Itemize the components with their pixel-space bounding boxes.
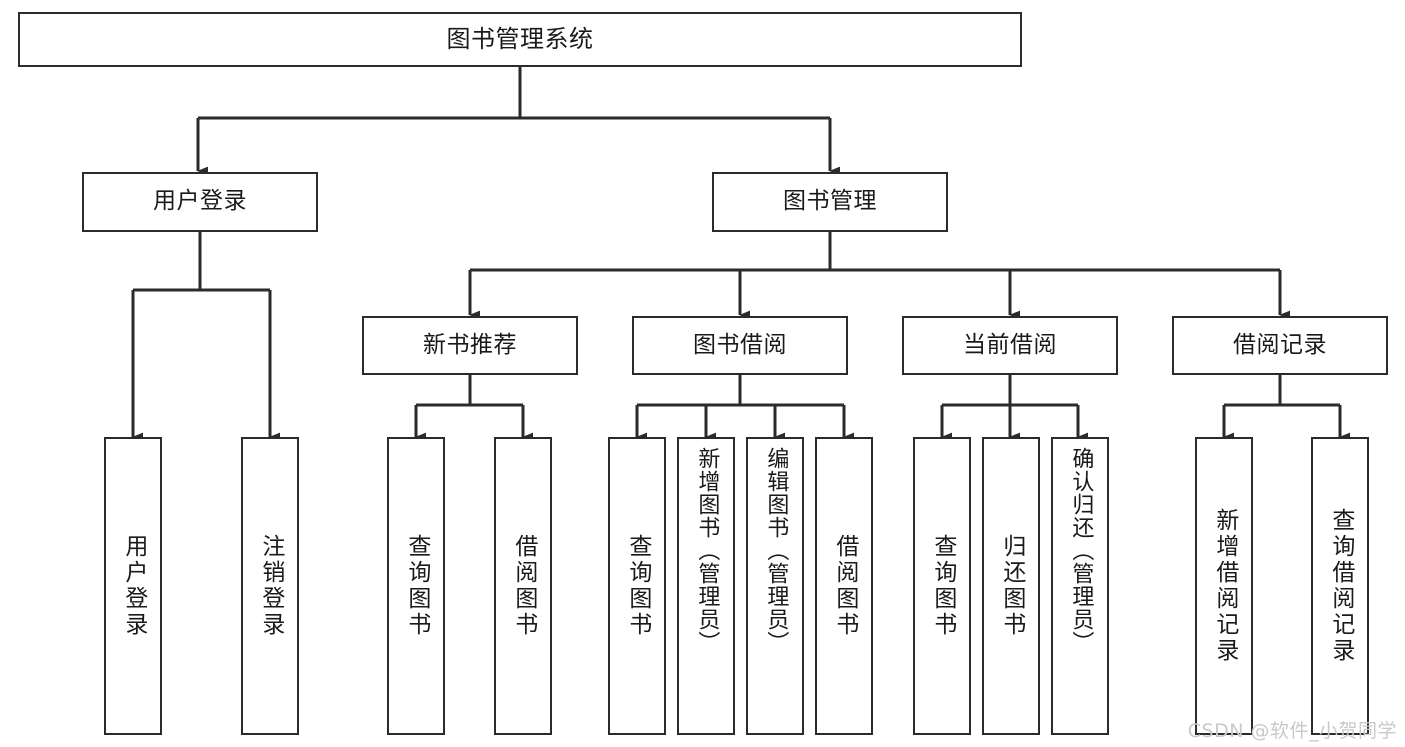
leaf-new-book-borrow[interactable]: 借阅图书 bbox=[494, 437, 552, 735]
leaf-book-borrow-query-label: 查询图书 bbox=[624, 534, 651, 638]
leaf-new-book-query[interactable]: 查询图书 bbox=[387, 437, 445, 735]
leaf-user-login-signin-label: 用户登录 bbox=[120, 534, 147, 638]
node-borrow-record-label: 借阅记录 bbox=[1233, 331, 1327, 358]
leaf-borrow-record-add[interactable]: 新增借阅记录 bbox=[1195, 437, 1253, 735]
leaf-book-borrow-lend-label: 借阅图书 bbox=[831, 534, 858, 638]
leaf-current-borrow-query[interactable]: 查询图书 bbox=[913, 437, 971, 735]
node-user-login-label: 用户登录 bbox=[153, 188, 247, 215]
leaf-book-borrow-edit[interactable]: 编辑图书（管理员） bbox=[746, 437, 804, 735]
leaf-current-borrow-confirm-return[interactable]: 确认归还（管理员） bbox=[1051, 437, 1109, 735]
node-new-book-recommend-label: 新书推荐 bbox=[423, 331, 517, 358]
leaf-current-borrow-return-label: 归还图书 bbox=[998, 534, 1025, 638]
node-root-system[interactable]: 图书管理系统 bbox=[18, 12, 1022, 67]
leaf-user-login-signout[interactable]: 注销登录 bbox=[241, 437, 299, 735]
node-current-borrow-label: 当前借阅 bbox=[963, 331, 1057, 358]
leaf-current-borrow-return[interactable]: 归还图书 bbox=[982, 437, 1040, 735]
node-book-management[interactable]: 图书管理 bbox=[712, 172, 948, 232]
node-root-system-label: 图书管理系统 bbox=[446, 25, 594, 54]
leaf-borrow-record-query-label: 查询借阅记录 bbox=[1327, 508, 1354, 664]
leaf-book-borrow-add[interactable]: 新增图书（管理员） bbox=[677, 437, 735, 735]
leaf-user-login-signin[interactable]: 用户登录 bbox=[104, 437, 162, 735]
leaf-new-book-borrow-label: 借阅图书 bbox=[510, 534, 537, 638]
leaf-book-borrow-edit-label: 编辑图书（管理员） bbox=[763, 447, 789, 654]
leaf-current-borrow-query-label: 查询图书 bbox=[929, 534, 956, 638]
node-new-book-recommend[interactable]: 新书推荐 bbox=[362, 316, 578, 375]
leaf-book-borrow-add-label: 新增图书（管理员） bbox=[694, 447, 720, 654]
node-user-login[interactable]: 用户登录 bbox=[82, 172, 318, 232]
leaf-borrow-record-query[interactable]: 查询借阅记录 bbox=[1311, 437, 1369, 735]
node-book-borrow[interactable]: 图书借阅 bbox=[632, 316, 848, 375]
node-book-management-label: 图书管理 bbox=[783, 188, 877, 215]
leaf-book-borrow-query[interactable]: 查询图书 bbox=[608, 437, 666, 735]
leaf-book-borrow-lend[interactable]: 借阅图书 bbox=[815, 437, 873, 735]
node-book-borrow-label: 图书借阅 bbox=[693, 331, 787, 358]
leaf-new-book-query-label: 查询图书 bbox=[403, 534, 430, 638]
leaf-current-borrow-confirm-return-label: 确认归还（管理员） bbox=[1068, 447, 1094, 654]
leaf-user-login-signout-label: 注销登录 bbox=[257, 534, 284, 638]
leaf-borrow-record-add-label: 新增借阅记录 bbox=[1211, 508, 1238, 664]
node-borrow-record[interactable]: 借阅记录 bbox=[1172, 316, 1388, 375]
node-current-borrow[interactable]: 当前借阅 bbox=[902, 316, 1118, 375]
